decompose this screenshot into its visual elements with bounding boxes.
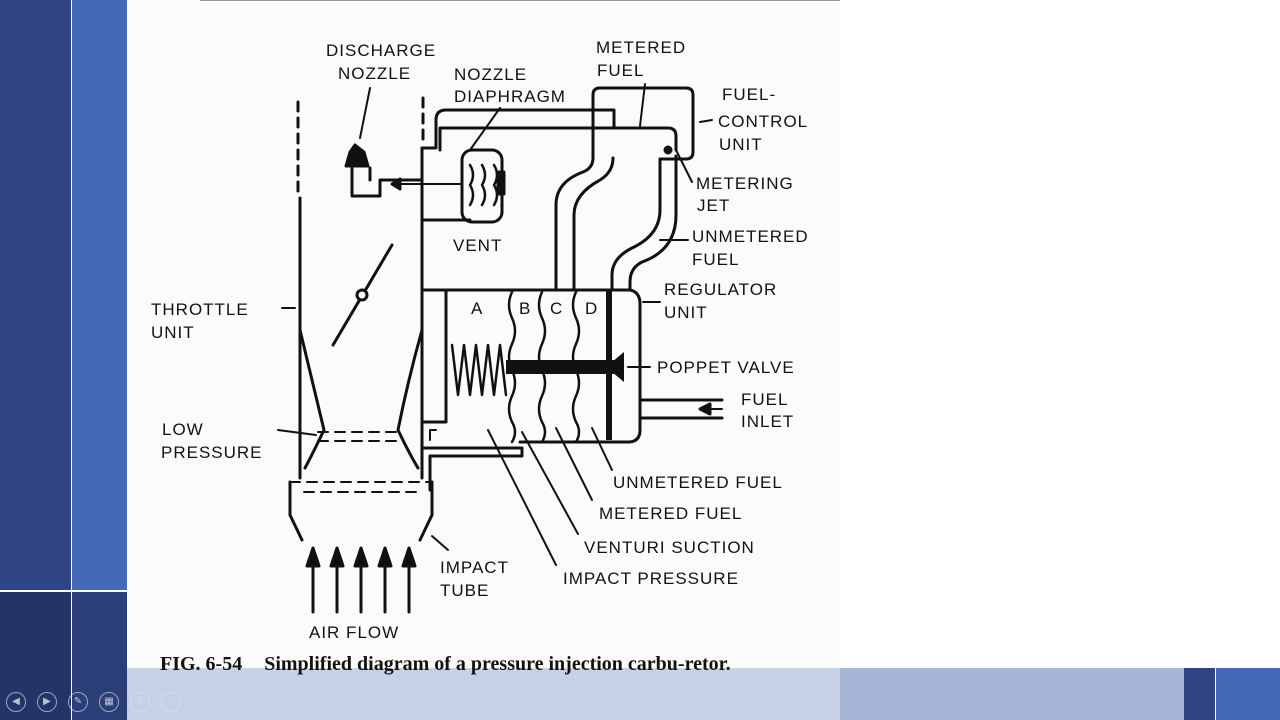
decor-bar-dark: [0, 0, 71, 590]
nozzle-diaphragm-spring: [468, 163, 499, 207]
label-fuel-control-unit-1: FUEL-: [722, 85, 776, 104]
page-top-rule: [200, 0, 840, 1]
diagram-labels: DISCHARGE NOZZLE NOZZLE DIAPHRAGM METERE…: [151, 38, 809, 642]
label-impact-pressure: IMPACT PRESSURE: [563, 569, 739, 588]
scoop-left: [288, 480, 304, 542]
decor-bottom-right-dark: [1184, 668, 1215, 720]
metering-jet-orifice: [663, 145, 673, 155]
more-options-icon[interactable]: ⋯: [161, 692, 181, 712]
unmetered-fuel-line-inner: [628, 154, 678, 292]
discharge-nozzle-tip: [344, 143, 370, 168]
regulator-left-wall: [420, 288, 448, 424]
label-metered-fuel-top-2: FUEL: [597, 61, 644, 80]
label-fuel-control-unit-3: UNIT: [719, 135, 763, 154]
nozzle-feed-line: [350, 166, 424, 198]
unmetered-fuel-line-outer: [610, 157, 662, 292]
fuel-inlet-pipe: [638, 398, 724, 420]
label-regulator-unit-1: REGULATOR: [664, 280, 777, 299]
nozzle-arrow-head: [390, 177, 402, 191]
slide-sorter-icon[interactable]: ▦: [99, 692, 119, 712]
label-chamber-a: A: [471, 299, 483, 318]
air-flow-arrows: [305, 546, 417, 614]
label-poppet-valve: POPPET VALVE: [657, 358, 795, 377]
label-discharge-nozzle-1: DISCHARGE: [326, 41, 436, 60]
venturi-right: [396, 328, 424, 470]
fuel-inlet-arrow-head: [698, 402, 712, 416]
label-low-pressure-2: PRESSURE: [161, 443, 263, 462]
metered-fuel-down-line-inner: [572, 156, 615, 292]
impact-tube-passage: [420, 446, 524, 492]
label-discharge-nozzle-2: NOZZLE: [338, 64, 411, 83]
label-metering-jet-1: METERING: [696, 174, 794, 193]
label-unmetered-fuel-lower: UNMETERED FUEL: [613, 473, 783, 492]
slideshow-controls: ◀ ▶ ✎ ▦ ⚲ ⋯: [6, 692, 181, 714]
previous-slide-icon[interactable]: ◀: [6, 692, 26, 712]
label-impact-tube-1: IMPACT: [440, 558, 509, 577]
label-venturi-suction: VENTURI SUCTION: [584, 538, 755, 557]
fuel-control-unit-body: [591, 86, 695, 161]
label-impact-tube-2: TUBE: [440, 581, 489, 600]
low-pressure-zone: [317, 431, 403, 442]
figure-caption: FIG. 6-54 Simplified diagram of a pressur…: [160, 650, 820, 678]
label-metering-jet-2: JET: [697, 196, 730, 215]
throttle-valve-pivot: [355, 288, 369, 302]
venturi-left: [298, 328, 326, 470]
nozzle-chamber-bottom: [420, 203, 472, 222]
poppet-valve-head: [606, 352, 624, 382]
label-vent: VENT: [453, 236, 502, 255]
label-fuel-control-unit-2: CONTROL: [718, 112, 808, 131]
label-fuel-inlet-2: INLET: [741, 412, 794, 431]
poppet-valve-stem: [506, 360, 614, 374]
decor-bottom-right-band: [840, 668, 1184, 720]
label-chamber-b: B: [519, 299, 531, 318]
label-unmetered-fuel-upper-2: FUEL: [692, 250, 739, 269]
label-metered-fuel-lower: METERED FUEL: [599, 504, 742, 523]
scoop-throat: [289, 481, 433, 493]
figure-number: FIG. 6-54: [160, 653, 243, 675]
metered-fuel-line: [420, 108, 616, 152]
venturi-suction-port: [429, 429, 437, 441]
metered-fuel-down-line-outer: [554, 156, 595, 292]
label-unmetered-fuel-upper-1: UNMETERED: [692, 227, 809, 246]
figure-caption-text: Simplified diagram of a pressure injecti…: [264, 653, 731, 675]
label-regulator-unit-2: UNIT: [664, 303, 708, 322]
label-fuel-inlet-1: FUEL: [741, 390, 788, 409]
decor-bar-blue: [72, 0, 127, 590]
scoop-right: [418, 480, 434, 542]
regulator-spring: [450, 343, 508, 397]
label-metered-fuel-top-1: METERED: [596, 38, 686, 57]
next-slide-icon[interactable]: ▶: [37, 692, 57, 712]
label-chamber-d: D: [585, 299, 598, 318]
label-low-pressure-1: LOW: [162, 420, 204, 439]
label-air-flow: AIR FLOW: [309, 623, 399, 642]
label-throttle-unit-1: THROTTLE: [151, 300, 249, 319]
scanned-page: [127, 0, 840, 720]
leader-lines: [277, 83, 713, 566]
decor-bottom-band: [127, 668, 840, 720]
fuel-control-passage: [612, 126, 678, 152]
pen-icon[interactable]: ✎: [68, 692, 88, 712]
zoom-icon[interactable]: ⚲: [130, 692, 150, 712]
decor-bottom-right-blue: [1216, 668, 1280, 720]
label-nozzle-diaphragm-2: DIAPHRAGM: [454, 87, 566, 106]
label-throttle-unit-2: UNIT: [151, 323, 195, 342]
label-nozzle-diaphragm-1: NOZZLE: [454, 65, 527, 84]
nozzle-valve: [496, 170, 506, 196]
label-chamber-c: C: [550, 299, 563, 318]
